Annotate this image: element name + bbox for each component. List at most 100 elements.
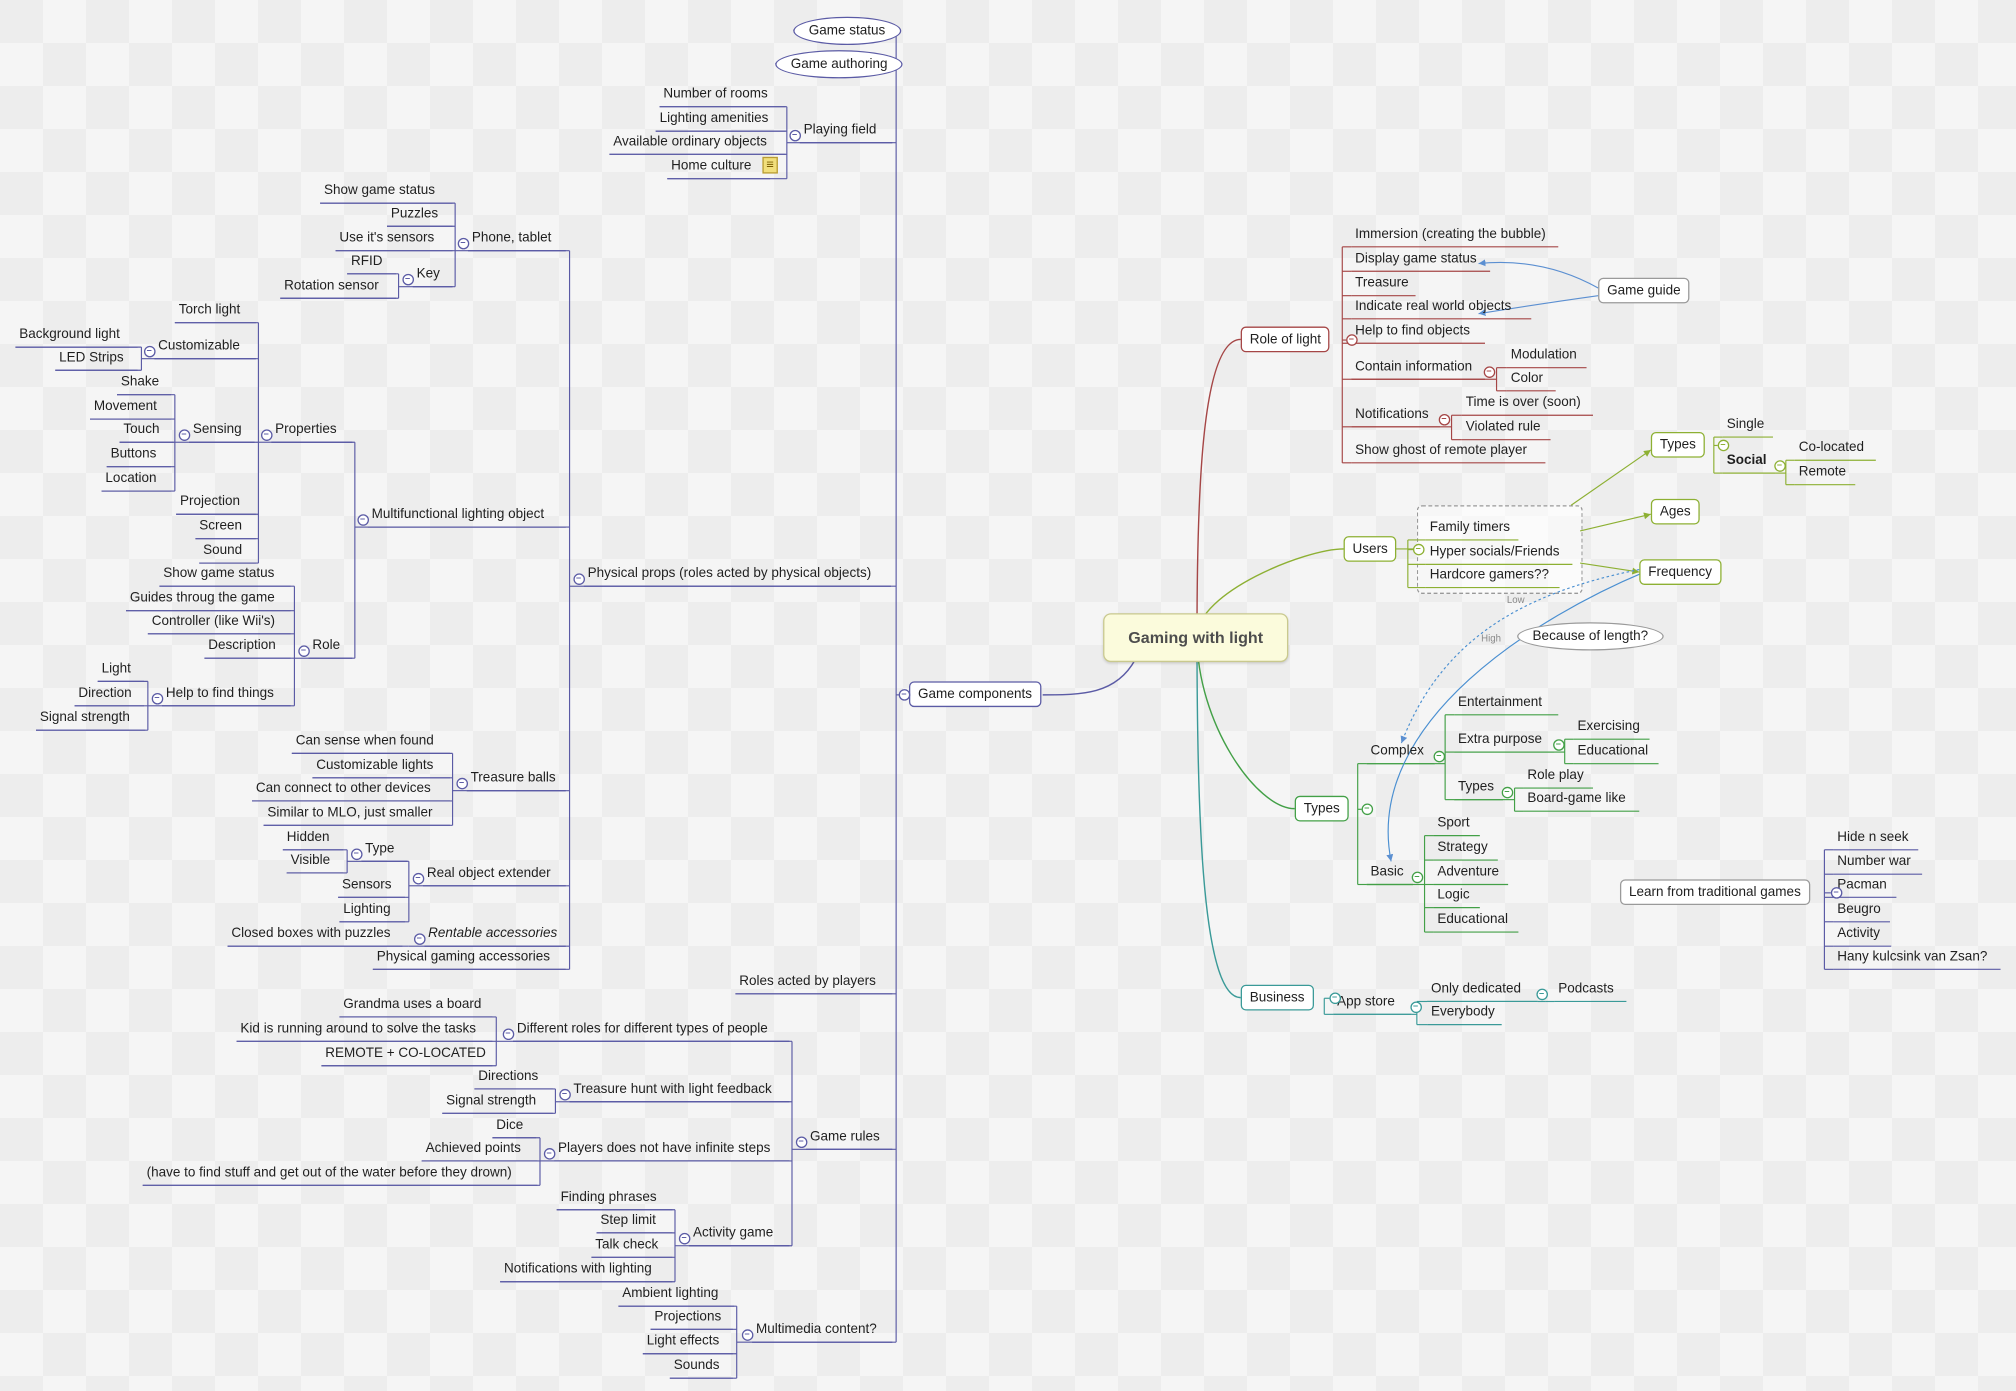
topic-time-is-over-soon[interactable]: Time is over (soon) (1465, 394, 1581, 411)
topic-contain-information[interactable]: Contain information (1355, 358, 1473, 375)
topic-treasure-balls[interactable]: Treasure balls (470, 770, 556, 786)
collapse-toggle-icon[interactable]: − (558, 1088, 571, 1100)
topic-violated-rule[interactable]: Violated rule (1465, 419, 1541, 435)
topic-sensing[interactable]: Sensing (192, 421, 242, 438)
topic-phone-tablet[interactable]: Phone, tablet (471, 230, 552, 246)
topic-remote-co-located[interactable]: REMOTE + CO-LOCATED (325, 1045, 486, 1061)
topic-number-of-rooms[interactable]: Number of rooms (663, 86, 768, 102)
topic-screen[interactable]: Screen (199, 518, 243, 534)
collapse-toggle-icon[interactable]: − (1830, 887, 1842, 899)
topic-educational[interactable]: Educational (1437, 911, 1508, 927)
topic-kid-is-running-around-to-solve-the-tasks[interactable]: Kid is running around to solve the tasks (240, 1020, 477, 1037)
topic-app-store[interactable]: App store (1337, 993, 1395, 1010)
topic-similar-to-mlo-just-smaller[interactable]: Similar to MLO, just smaller (267, 804, 433, 821)
collapse-toggle-icon[interactable]: − (1483, 365, 1495, 378)
topic-type[interactable]: Type (365, 840, 395, 857)
topic-logic[interactable]: Logic (1437, 887, 1470, 903)
collapse-toggle-icon[interactable]: − (543, 1147, 555, 1159)
topic-lighting-amenities[interactable]: Lighting amenities (659, 110, 769, 126)
topic-co-located[interactable]: Co-located (1798, 439, 1864, 456)
topic-indicate-real-world-objects[interactable]: Indicate real world objects (1355, 298, 1512, 314)
collapse-toggle-icon[interactable]: − (1717, 439, 1729, 452)
collapse-toggle-icon[interactable]: − (1412, 543, 1424, 556)
topic-role[interactable]: Role (312, 637, 341, 654)
topic-business[interactable]: Business (1240, 984, 1314, 1011)
topic-display-game-status[interactable]: Display game status (1355, 250, 1477, 267)
topic-social[interactable]: Social (1726, 452, 1767, 468)
topic-closed-boxes-with-puzzles[interactable]: Closed boxes with puzzles (231, 925, 391, 942)
topic-types[interactable]: Types (1294, 795, 1349, 822)
topic-real-object-extender[interactable]: Real object extender (426, 865, 551, 881)
topic-game-guide[interactable]: Game guide (1598, 277, 1690, 304)
topic-modulation[interactable]: Modulation (1510, 347, 1577, 363)
topic-adventure[interactable]: Adventure (1437, 863, 1499, 880)
topic-background-light[interactable]: Background light (19, 326, 120, 342)
collapse-toggle-icon[interactable]: − (788, 129, 801, 141)
topic-only-dedicated[interactable]: Only dedicated (1430, 980, 1522, 997)
topic-ages[interactable]: Ages (1650, 498, 1700, 525)
topic-direction[interactable]: Direction (78, 685, 132, 701)
topic-puzzles[interactable]: Puzzles (390, 205, 439, 222)
collapse-toggle-icon[interactable]: − (1345, 334, 1358, 346)
topic-physical-props-roles-acted-by-physical-objects[interactable]: Physical props (roles acted by physical … (587, 565, 872, 582)
topic-customizable-lights[interactable]: Customizable lights (316, 757, 434, 773)
topic-activity-game[interactable]: Activity game (692, 1225, 774, 1241)
topic-because-of-length[interactable]: Because of length? (1517, 622, 1664, 651)
topic-single[interactable]: Single (1726, 416, 1765, 432)
topic-family-timers[interactable]: Family timers (1429, 519, 1510, 535)
topic-key[interactable]: Key (416, 266, 440, 282)
topic-guides-throug-the-game[interactable]: Guides throug the game (129, 590, 275, 606)
topic-playing-field[interactable]: Playing field (803, 122, 877, 138)
collapse-toggle-icon[interactable]: − (1552, 738, 1565, 751)
topic-help-to-find-objects[interactable]: Help to find objects (1355, 322, 1470, 339)
topic-can-connect-to-other-devices[interactable]: Can connect to other devices (255, 780, 431, 796)
collapse-toggle-icon[interactable]: − (260, 428, 272, 441)
topic-rotation-sensor[interactable]: Rotation sensor (284, 277, 379, 294)
collapse-toggle-icon[interactable]: − (898, 689, 910, 701)
collapse-toggle-icon[interactable]: − (1501, 786, 1513, 798)
topic-projections[interactable]: Projections (654, 1308, 722, 1325)
topic-role-of-light[interactable]: Role of light (1240, 326, 1330, 353)
topic-treasure[interactable]: Treasure (1355, 275, 1409, 291)
topic-customizable[interactable]: Customizable (158, 338, 240, 354)
topic-immersion-creating-the-bubble[interactable]: Immersion (creating the bubble) (1355, 226, 1546, 242)
collapse-toggle-icon[interactable]: − (1535, 987, 1548, 1000)
topic-sounds[interactable]: Sounds (673, 1357, 720, 1374)
topic-ambient-lighting[interactable]: Ambient lighting (622, 1285, 719, 1302)
collapse-toggle-icon[interactable]: − (678, 1232, 690, 1244)
topic-game-rules[interactable]: Game rules (809, 1128, 880, 1145)
topic-achieved-points[interactable]: Achieved points (425, 1140, 521, 1156)
topic-sound[interactable]: Sound (203, 542, 243, 558)
topic-rentable-accessories[interactable]: Rentable accessories (428, 925, 558, 942)
topic-remote[interactable]: Remote (1798, 464, 1846, 480)
topic-notifications-with-lighting[interactable]: Notifications with lighting (503, 1261, 652, 1277)
collapse-toggle-icon[interactable]: − (741, 1328, 753, 1341)
topic-talk-check[interactable]: Talk check (595, 1236, 659, 1253)
topic-users[interactable]: Users (1343, 536, 1397, 562)
collapse-toggle-icon[interactable]: − (413, 932, 425, 945)
topic-notifications[interactable]: Notifications (1355, 406, 1429, 422)
topic-types[interactable]: Types (1650, 431, 1705, 458)
topic-description[interactable]: Description (208, 637, 276, 654)
topic-sport[interactable]: Sport (1437, 815, 1470, 831)
topic-torch-light[interactable]: Torch light (178, 302, 241, 318)
collapse-toggle-icon[interactable]: − (455, 777, 468, 789)
topic-board-game-like[interactable]: Board-game like (1527, 790, 1626, 807)
topic-available-ordinary-objects[interactable]: Available ordinary objects (613, 133, 767, 150)
collapse-toggle-icon[interactable]: − (1773, 459, 1786, 472)
topic-activity[interactable]: Activity (1837, 925, 1881, 942)
topic-can-sense-when-found[interactable]: Can sense when found (295, 732, 434, 749)
topic-grandma-uses-a-board[interactable]: Grandma uses a board (343, 996, 482, 1012)
collapse-toggle-icon[interactable]: − (1432, 750, 1445, 762)
topic-sensors[interactable]: Sensors (341, 876, 392, 893)
topic-multimedia-content[interactable]: Multimedia content? (755, 1321, 877, 1338)
topic-hany-kulcsink-van-zsan[interactable]: Hany kulcsink van Zsan? (1837, 948, 1988, 965)
collapse-toggle-icon[interactable]: − (350, 847, 362, 860)
topic-game-components[interactable]: Game components (908, 681, 1042, 708)
topic-central[interactable]: Gaming with light (1103, 613, 1289, 663)
topic-beugro[interactable]: Beugro (1837, 901, 1881, 917)
collapse-toggle-icon[interactable]: − (356, 513, 369, 526)
topic-use-it-s-sensors[interactable]: Use it's sensors (339, 230, 435, 246)
topic-controller-like-wii-s[interactable]: Controller (like Wii's) (151, 613, 276, 629)
collapse-toggle-icon[interactable]: − (297, 644, 310, 657)
